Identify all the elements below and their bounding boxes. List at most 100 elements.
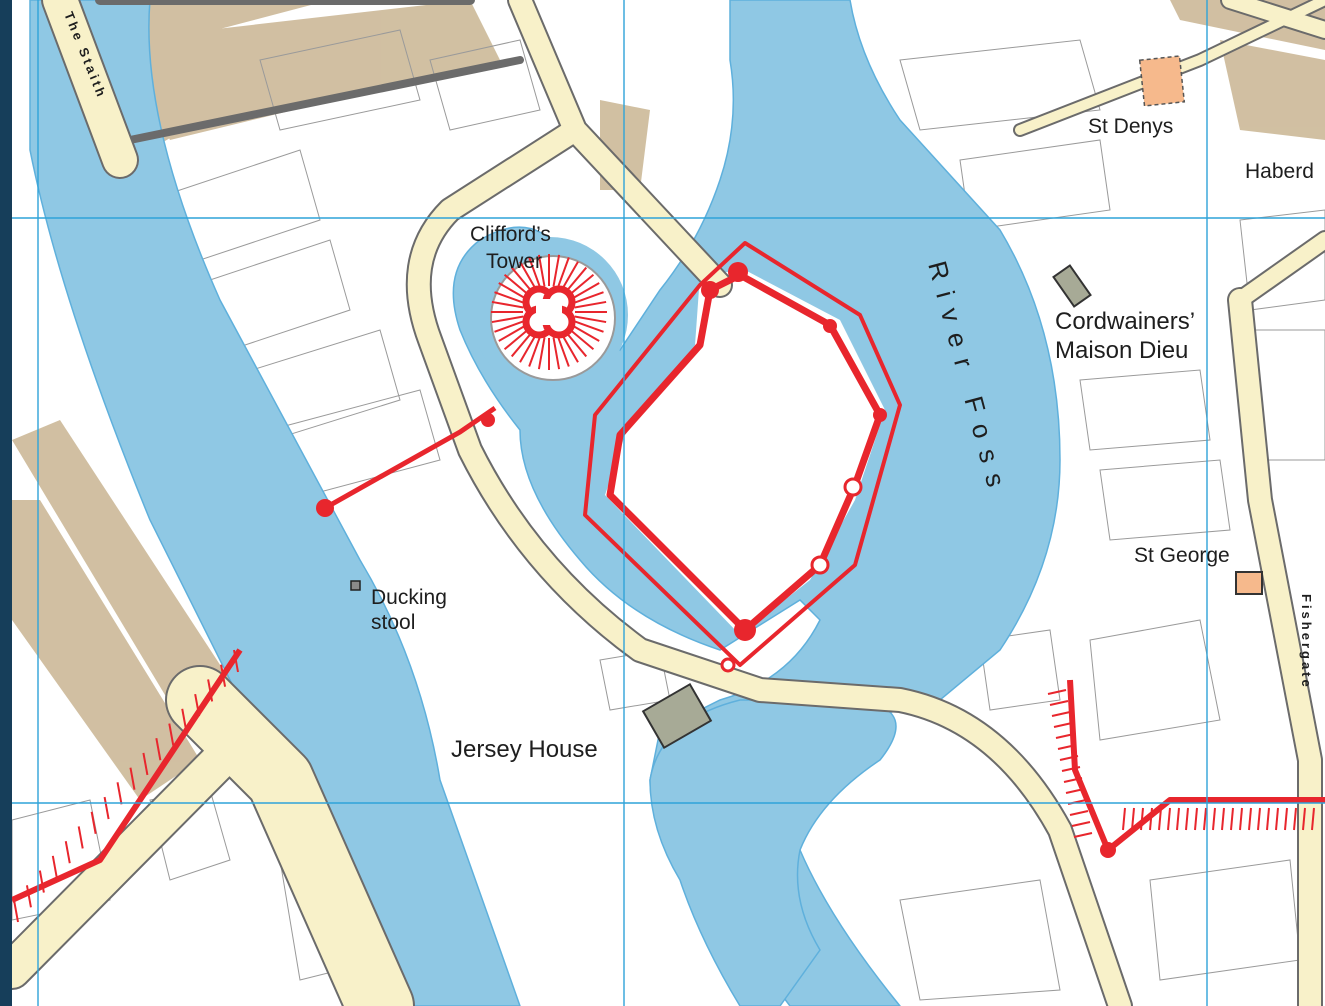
ditch-hachure — [1061, 766, 1081, 772]
ditch-hachure — [1176, 807, 1180, 831]
tower-bank-ray — [528, 336, 542, 367]
tower-bank-ray — [571, 324, 600, 342]
ditch-hachure — [1230, 807, 1234, 831]
ditch-hachure — [194, 693, 201, 717]
cordwainers-maison-dieu-site — [1052, 264, 1092, 308]
label-ducking-stool-1: Ducking — [371, 586, 447, 609]
tower-bank-ray — [561, 334, 579, 363]
tower-bank-ray — [564, 266, 588, 293]
ditch-hachure — [1055, 733, 1075, 739]
tower-bank-ray — [510, 331, 534, 358]
ditch-hachure — [233, 649, 239, 673]
ditch-hachure — [129, 767, 136, 790]
ditch-hachure — [155, 738, 162, 761]
ditch-hachure — [116, 782, 123, 805]
ditch-hachure — [1212, 807, 1216, 831]
ditch-hachure — [1149, 807, 1153, 831]
ditch-hachure — [1053, 722, 1073, 728]
ditch-hachure — [1073, 832, 1093, 838]
ditch-hachure — [181, 708, 188, 732]
ditch-hachure — [103, 796, 110, 820]
label-cliffords-tower-1: Clifford’s — [470, 223, 551, 246]
ditch-hachure — [25, 885, 32, 908]
ditch-hachure — [1266, 807, 1270, 831]
st-george-site — [1235, 571, 1263, 595]
ditch-hachure — [1284, 807, 1288, 831]
tower-bank-ray — [574, 315, 607, 324]
ditch-hachure — [51, 855, 58, 879]
label-cliffords-tower-2: Tower — [486, 250, 542, 273]
ditch-hachure — [1248, 807, 1252, 831]
map-frame — [0, 0, 12, 1006]
tower-bank-ray — [573, 291, 604, 305]
tower-bank-ray — [519, 334, 537, 363]
ditch-hachure — [1140, 807, 1144, 831]
ditch-hachure — [1167, 807, 1171, 831]
tower-bank-ray — [571, 282, 600, 300]
ditch-hachure — [77, 826, 84, 849]
ditch-hachure — [207, 679, 214, 702]
river-foss-lower — [649, 699, 897, 1006]
ditch-hachure — [1221, 807, 1225, 831]
tower-bank-ray — [573, 319, 604, 333]
ditch-hachure — [1069, 810, 1089, 816]
tower-bank-ray — [537, 337, 546, 370]
label-fishergate: Fishergate — [1299, 594, 1314, 690]
cliffords-tower-keep — [491, 254, 607, 370]
ducking-stool-marker — [350, 580, 361, 591]
label-st-george: St George — [1134, 544, 1230, 567]
tower-bank-ray — [568, 327, 595, 351]
tower-bank-ray — [519, 261, 537, 290]
tower-bank-ray — [561, 261, 579, 290]
ditch-hachure — [1239, 807, 1243, 831]
ditch-hachure — [1275, 807, 1279, 831]
tower-bank-ray — [556, 257, 570, 288]
ditch-hachure — [1065, 788, 1085, 794]
tower-bank-ray — [498, 282, 527, 300]
ditch-hachure — [1203, 807, 1207, 831]
ditch-hachure — [64, 840, 71, 864]
tower-bank-ray — [494, 291, 525, 305]
tower-bank-ray — [528, 257, 542, 288]
tower-bank-ray — [574, 300, 607, 309]
tower-bank-ray — [568, 273, 595, 297]
ditch-hachure — [1057, 744, 1077, 750]
label-cordwainers-1: Cordwainers’ — [1055, 308, 1195, 335]
grid-lines — [12, 0, 1325, 1006]
ditch-hachure — [1059, 755, 1079, 761]
ditch-hachure — [90, 811, 97, 834]
tower-bank-ray — [564, 331, 588, 358]
ditch-hachure — [1302, 807, 1306, 831]
label-haberdashers: Haberd — [1245, 160, 1314, 183]
label-ducking-stool-2: stool — [371, 611, 415, 634]
label-st-denys: St Denys — [1088, 115, 1173, 138]
ditch-hachure — [1185, 807, 1189, 831]
tower-bank-ray — [537, 254, 546, 287]
ditch-hachure — [1063, 777, 1083, 783]
ditch-hachure — [1071, 821, 1091, 827]
ditch-hachure — [142, 752, 149, 776]
building-outlines — [12, 29, 1325, 1001]
castle-bailey — [605, 270, 885, 635]
ditch-hachure — [1047, 689, 1067, 695]
ditch-hachures — [13, 649, 1315, 923]
ditch-hachure — [1158, 807, 1162, 831]
tower-bank-ray — [491, 300, 524, 309]
ditch-hachure — [1122, 807, 1126, 831]
roads — [12, 0, 1325, 1006]
ditch-hachure — [1131, 807, 1135, 831]
tower-bank-ray — [510, 266, 534, 293]
label-jersey-house: Jersey House — [451, 736, 598, 763]
ditch-hachure — [1051, 711, 1071, 717]
ditch-hachure — [168, 723, 175, 746]
ditch-hachure — [220, 664, 227, 687]
label-cordwainers-2: Maison Dieu — [1055, 337, 1188, 364]
tower-bank-ray — [494, 319, 525, 333]
defence-towers — [316, 262, 1116, 858]
tower-bank-ray — [552, 337, 561, 370]
tower-bank-ray — [556, 336, 570, 367]
ditch-hachure — [1257, 807, 1261, 831]
ditch-hachure — [1311, 807, 1315, 831]
